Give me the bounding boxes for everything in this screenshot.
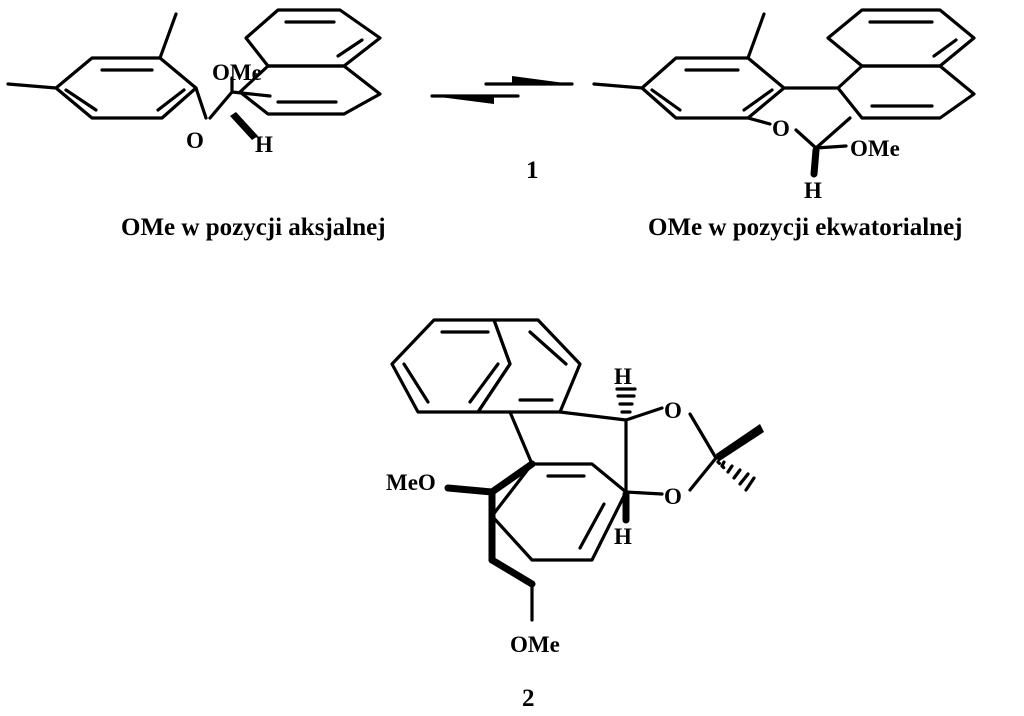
right-ome-label: OMe [850,136,900,161]
right-hydrogen-label: H [804,178,822,203]
right-conformer-caption: OMe w pozycji ekwatorialnej [648,214,963,241]
left-conformer-caption: OMe w pozycji aksjalnej [121,214,386,241]
compound-2-number: 2 [522,685,535,712]
left-hydrogen-label: H [255,132,273,157]
compound-1-number: 1 [526,157,539,184]
compound-2-top-oxygen: O [664,398,682,423]
hashed-methyl [720,460,756,492]
left-oxygen-label: O [186,128,204,153]
left-ome-label: OMe [212,60,262,85]
compound-2-bottom-oxygen: O [664,484,682,509]
compound-2-ome-label: OMe [510,632,560,657]
equilibrium-arrows [430,76,574,104]
compound-2-meo-label: MeO [386,470,436,495]
right-conformer-structure [592,8,976,178]
compound-2-bottom-hydrogen: H [614,524,632,549]
right-oxygen-label: O [772,116,790,141]
hashed-top-hydrogen [615,387,637,414]
compound-2-structure [390,318,764,622]
left-conformer-structure [6,8,382,140]
compound-2-top-hydrogen: H [614,364,632,389]
